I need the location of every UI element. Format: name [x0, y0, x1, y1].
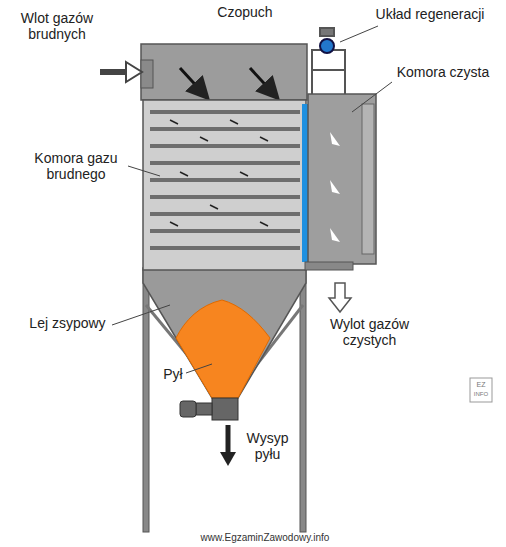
part-label: Lej zsypowy: [20, 315, 115, 331]
dirty-chamber: [143, 100, 306, 270]
part-label: Komora czysta: [388, 64, 498, 80]
part-label: Wylot gazów czystych: [312, 316, 427, 348]
logo-text: INFO: [470, 390, 492, 398]
plenum: [141, 44, 307, 100]
logo-text: EZ: [472, 380, 490, 389]
blow-pipe: [302, 104, 308, 262]
inlet-arrow: [126, 62, 142, 82]
clean-chamber: [305, 94, 376, 270]
dust-arrow: [220, 452, 236, 466]
hopper: [143, 268, 306, 398]
logo-frame: [470, 378, 492, 402]
watermark: www.EgzaminZawodowy.info: [185, 532, 345, 544]
rotary-valve: [180, 398, 238, 420]
outlet-arrow: [329, 283, 351, 312]
part-label: Czopuch: [205, 4, 285, 20]
inlet-arrow: [100, 69, 128, 75]
regeneration-system: [312, 28, 345, 94]
part-label: Wysyp pyłu: [240, 430, 295, 462]
part-label: Pył: [158, 366, 188, 382]
part-label: Komora gazu brudnego: [22, 150, 130, 182]
part-label: Wlot gazów brudnych: [12, 10, 102, 42]
dust-arrow: [226, 425, 231, 455]
part-label: Układ regeneracji: [360, 6, 500, 22]
